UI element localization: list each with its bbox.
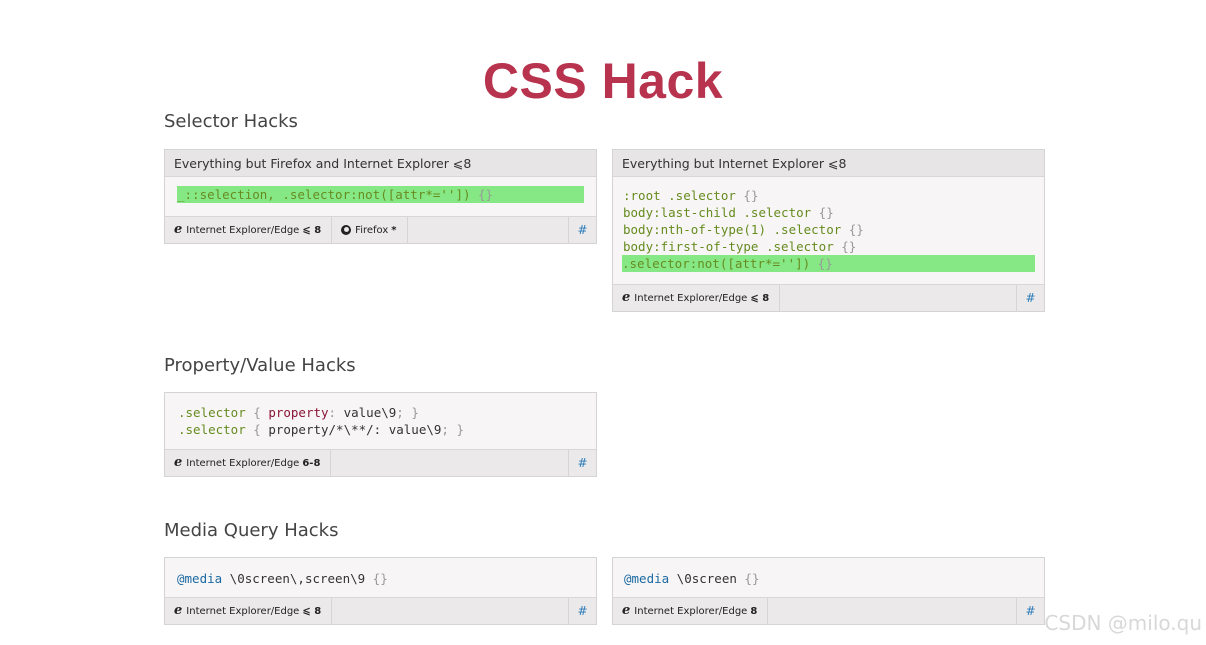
ie-icon: e: [174, 603, 183, 618]
card-property-hack: .selector { property: value\9; } .select…: [164, 392, 597, 477]
card-selector-hack-1: Everything but Firefox and Internet Expl…: [164, 149, 597, 244]
page-title: CSS Hack: [482, 53, 724, 109]
card-media-hack-1: @media \0screen\,screen\9 {} e Internet …: [164, 557, 597, 625]
card-footer: e Internet Explorer/Edge⩽ 8 Firefox* #: [165, 216, 596, 243]
code-line: _::selection, .selector:not([attr*='']) …: [177, 186, 584, 203]
ie-icon: e: [174, 222, 183, 237]
permalink-hash[interactable]: #: [1016, 285, 1044, 311]
card-footer: e Internet Explorer/Edge⩽ 8 #: [613, 284, 1044, 311]
card-header: Everything but Internet Explorer ⩽8: [613, 150, 1044, 177]
code-line: @media \0screen\,screen\9 {}: [177, 571, 388, 586]
browser-badge-ie: e Internet Explorer/Edge⩽ 8: [613, 285, 781, 311]
code-line-highlighted: .selector:not([attr*='']) {}: [622, 255, 1035, 272]
section-title-property-value-hacks: Property/Value Hacks: [164, 355, 356, 376]
permalink-hash[interactable]: #: [568, 217, 596, 243]
code-line: @media \0screen {}: [624, 571, 760, 586]
permalink-hash[interactable]: #: [568, 598, 596, 624]
ie-icon: e: [174, 455, 183, 470]
browser-badge-firefox: Firefox*: [332, 217, 408, 243]
code-line: .selector { property: value\9; }: [178, 405, 419, 420]
browser-badge-ie: e Internet Explorer/Edge⩽ 8: [165, 217, 333, 243]
section-title-media-query-hacks: Media Query Hacks: [164, 520, 339, 541]
card-footer: e Internet Explorer/Edge⩽ 8 #: [165, 597, 596, 624]
card-media-hack-2: @media \0screen {} e Internet Explorer/E…: [612, 557, 1045, 625]
code-line: body:first-of-type .selector {}: [623, 239, 857, 254]
code-line: .selector { property/*\**/: value\9; }: [178, 422, 464, 437]
card-selector-hack-2: Everything but Internet Explorer ⩽8 :roo…: [612, 149, 1045, 312]
ie-icon: e: [622, 290, 631, 305]
code-line: body:last-child .selector {}: [623, 205, 834, 220]
code-selector: _::selection, .selector:not([attr*='']): [177, 187, 479, 202]
code-line: :root .selector {}: [623, 188, 759, 203]
watermark: CSDN @milo.qu: [1044, 611, 1202, 635]
firefox-icon: [341, 225, 352, 235]
card-header: Everything but Firefox and Internet Expl…: [165, 150, 596, 177]
permalink-hash[interactable]: #: [568, 450, 596, 476]
permalink-hash[interactable]: #: [1016, 598, 1044, 624]
code-braces: {}: [478, 187, 494, 202]
ie-icon: e: [622, 603, 631, 618]
section-title-selector-hacks: Selector Hacks: [164, 111, 298, 132]
code-line: body:nth-of-type(1) .selector {}: [623, 222, 864, 237]
browser-badge-ie: e Internet Explorer/Edge⩽ 8: [165, 598, 333, 624]
